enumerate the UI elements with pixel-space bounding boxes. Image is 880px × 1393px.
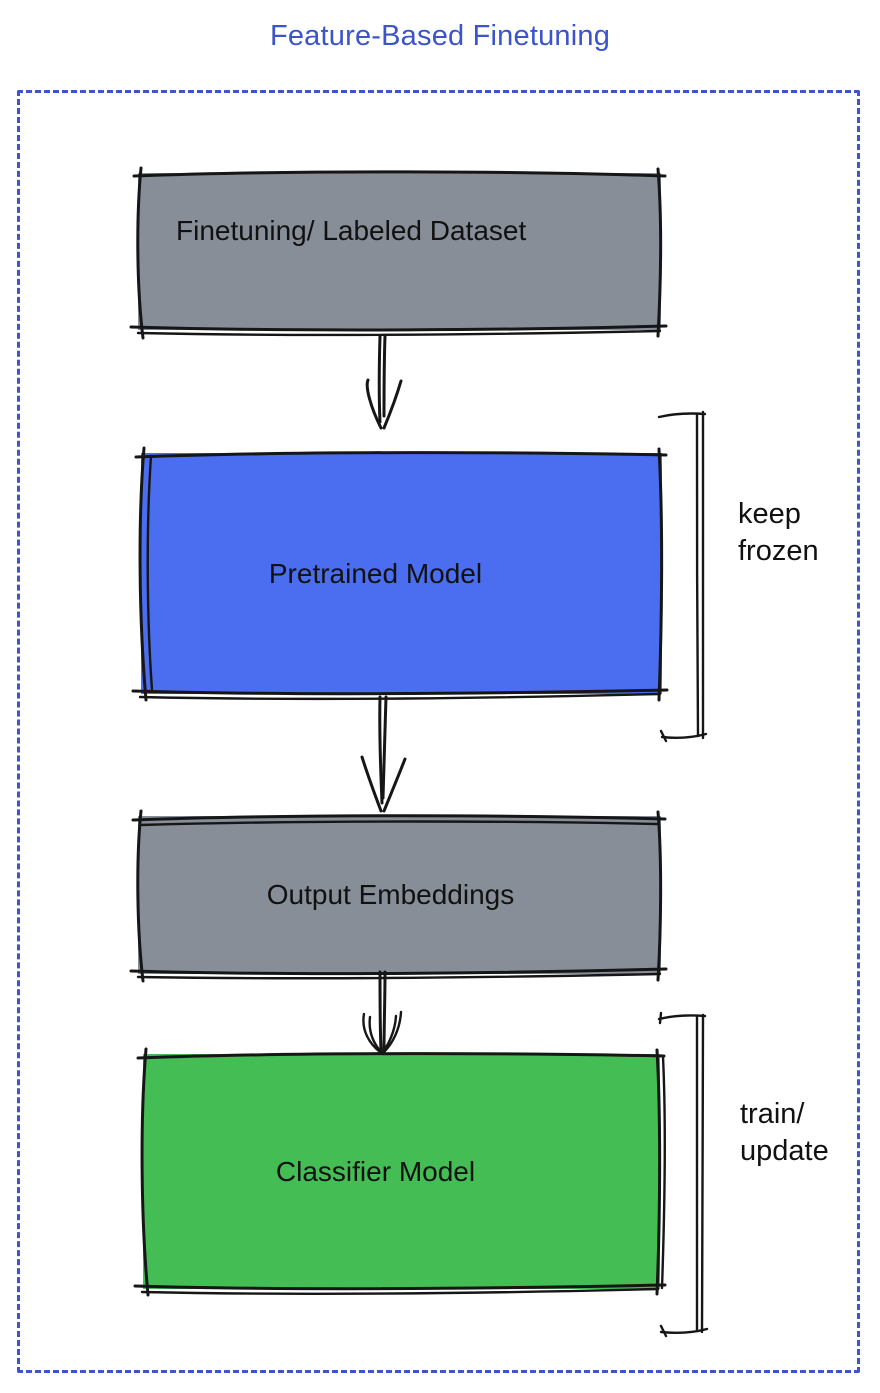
diagram-title: Feature-Based Finetuning (269, 20, 611, 52)
annotation-line: frozen (738, 535, 819, 567)
annotation-line: keep (738, 498, 801, 530)
node-classifier-model-label: Classifier Model (275, 1155, 476, 1187)
annotation-keep-frozen: keep frozen (738, 496, 819, 570)
node-output-embeddings-label: Output Embeddings (266, 879, 515, 910)
node-pretrained-model: Pretrained Model (141, 453, 662, 694)
node-finetuning-dataset-label: Finetuning/ Labeled Dataset (176, 215, 527, 246)
annotation-line: train/ (740, 1098, 805, 1130)
node-finetuning-dataset: Finetuning/ Labeled Dataset (138, 173, 661, 330)
annotation-train-update: train/ update (740, 1096, 829, 1170)
dotted-frame (17, 90, 860, 1373)
node-classifier-model: Classifier Model (143, 1054, 660, 1289)
node-output-embeddings: Output Embeddings (138, 816, 661, 974)
annotation-line: update (740, 1135, 829, 1167)
node-pretrained-model-label: Pretrained Model (268, 557, 483, 589)
